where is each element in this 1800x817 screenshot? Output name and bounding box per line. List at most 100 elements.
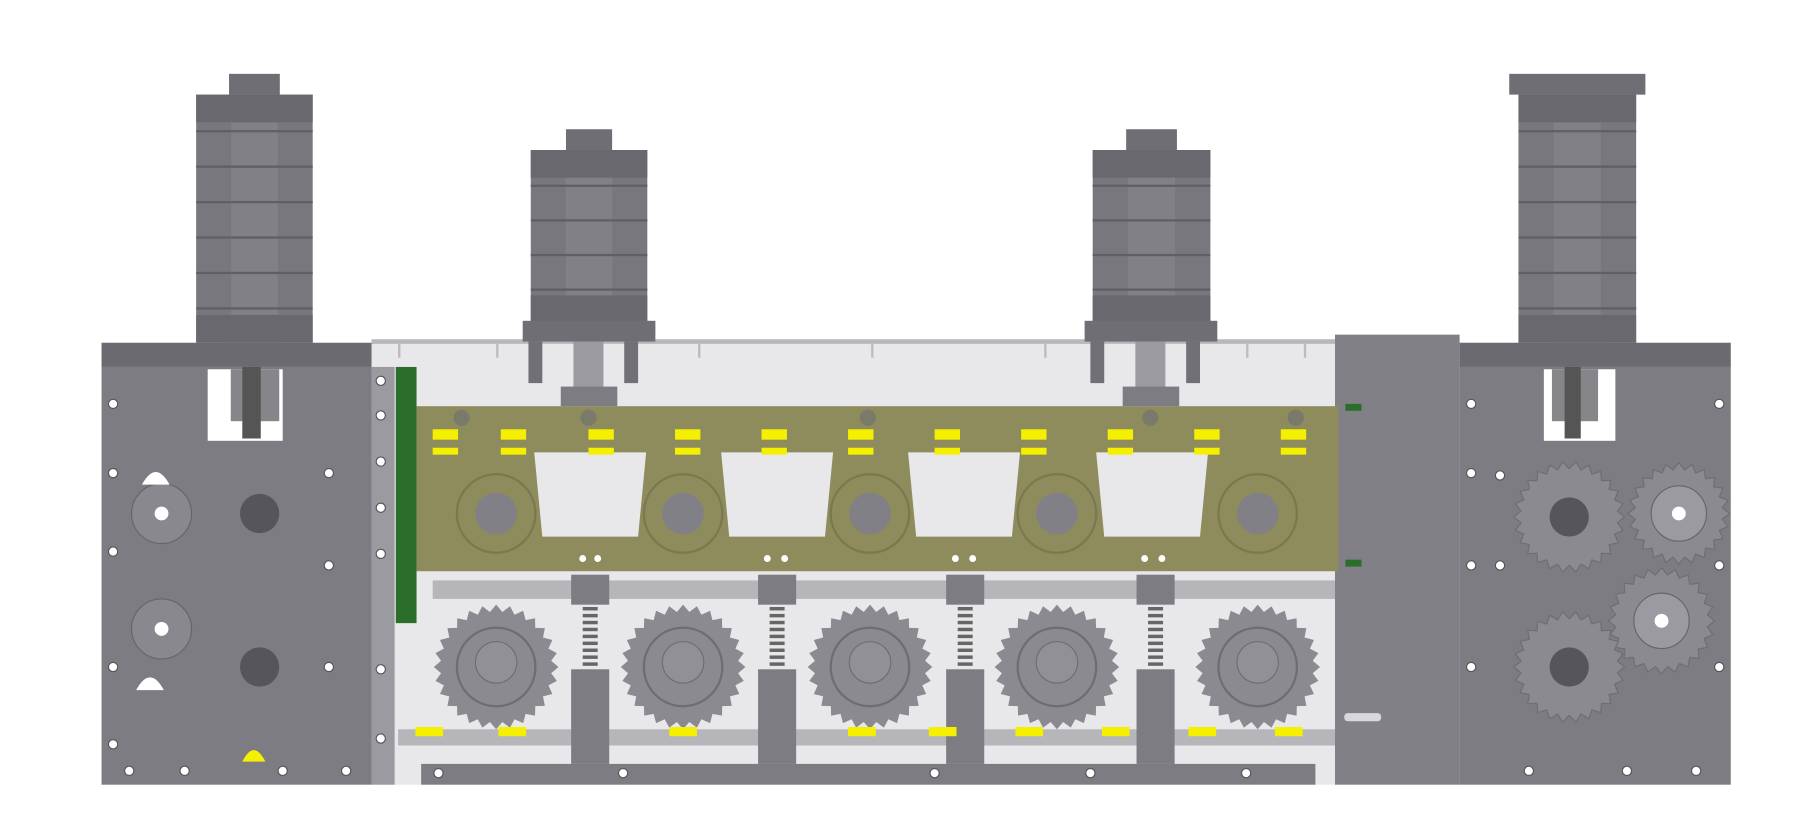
motor-mount-bracket xyxy=(1084,320,1218,342)
lower-rack xyxy=(398,729,1336,746)
motor-highlight xyxy=(1128,150,1176,324)
post-cap xyxy=(946,574,985,605)
mount-hole xyxy=(375,733,386,744)
motor-ring xyxy=(1518,165,1637,168)
spring-coil xyxy=(957,606,973,611)
yellow-marker xyxy=(1275,726,1303,737)
mount-hole xyxy=(107,398,119,410)
yellow-marker xyxy=(498,726,527,737)
yellow-marker xyxy=(1280,447,1307,455)
plate-hole xyxy=(1549,497,1589,537)
bearing-bore xyxy=(1654,613,1669,628)
mount-hole xyxy=(107,739,119,750)
motor-ring xyxy=(530,184,648,187)
frame-tick xyxy=(1246,343,1249,358)
mount-hole xyxy=(1494,470,1506,481)
mount-hole xyxy=(1465,661,1477,673)
mount-hole xyxy=(124,765,135,777)
spring-coil xyxy=(957,655,973,659)
roller-boss xyxy=(849,492,891,535)
yellow-marker xyxy=(588,447,614,455)
post-body xyxy=(1136,669,1175,764)
mount-hole xyxy=(375,664,386,675)
motor-ring xyxy=(1092,288,1211,291)
mount-hole xyxy=(433,767,444,779)
yellow-marker xyxy=(432,447,459,455)
spring-coil xyxy=(769,627,785,632)
spring-coil xyxy=(1148,634,1164,639)
yellow-marker xyxy=(675,447,701,455)
right-plate-top-bar xyxy=(1459,342,1731,367)
panel-slot xyxy=(1344,713,1382,722)
boss-ring xyxy=(829,473,911,554)
mount-hole xyxy=(375,502,386,513)
mount-hole xyxy=(375,548,386,560)
bracket-leg xyxy=(528,341,543,384)
motor-ring xyxy=(1518,200,1637,204)
boss-ring xyxy=(642,473,724,554)
yellow-marker xyxy=(1107,429,1134,440)
spring-coil xyxy=(769,662,785,666)
spring-coil xyxy=(769,655,785,659)
bolt-head xyxy=(580,409,597,426)
motor-shaft xyxy=(573,341,604,393)
yellow-marker xyxy=(500,429,527,440)
boss-ring xyxy=(455,473,537,554)
roller-boss xyxy=(475,492,517,535)
spring-coil xyxy=(1148,627,1164,632)
motor-top-band xyxy=(196,94,313,123)
shaft-coupler xyxy=(560,386,618,407)
yellow-marker xyxy=(848,447,874,455)
frame-tick xyxy=(496,343,499,358)
motor-bottom-band xyxy=(196,315,313,343)
spring-coil xyxy=(769,613,785,618)
small-hole xyxy=(1141,555,1149,562)
motor-bottom-band xyxy=(1518,315,1637,343)
mount-hole xyxy=(375,375,386,386)
bolt-head xyxy=(859,409,876,426)
spring-coil xyxy=(582,613,598,618)
yellow-marker xyxy=(1015,726,1044,737)
right-shaft xyxy=(1564,366,1581,439)
bearing-bore xyxy=(1671,506,1686,521)
mount-hole xyxy=(1523,765,1535,777)
yellow-marker xyxy=(1194,429,1220,440)
spring-coil xyxy=(1148,648,1164,652)
mount-hole xyxy=(179,765,190,777)
yellow-marker xyxy=(848,726,876,737)
gear-hub-ring xyxy=(829,626,911,708)
motor-shaft-cap xyxy=(1509,73,1646,95)
yellow-marker xyxy=(675,429,701,440)
yellow-marker xyxy=(669,726,697,737)
yellow-marker xyxy=(1021,447,1047,455)
yellow-marker xyxy=(432,429,459,440)
yellow-marker xyxy=(934,429,960,440)
gear-hub xyxy=(474,641,518,684)
post-cap xyxy=(758,574,797,605)
plate-window xyxy=(1096,452,1209,537)
yellow-marker xyxy=(1194,447,1220,455)
spring-coil xyxy=(1148,662,1164,666)
spring-coil xyxy=(582,634,598,639)
yellow-marker xyxy=(928,726,957,737)
gear-hub-ring xyxy=(1217,626,1299,708)
mount-hole xyxy=(1714,398,1725,410)
motor-top-band xyxy=(530,150,648,178)
mount-hole xyxy=(1465,467,1477,479)
plate-cutout xyxy=(136,677,164,691)
mount-hole xyxy=(617,767,629,779)
spring-coil xyxy=(1148,606,1164,611)
motor-ring xyxy=(1518,307,1637,310)
yellow-markers xyxy=(415,429,1307,737)
yellow-marker xyxy=(415,726,444,737)
boss-ring xyxy=(1016,473,1098,554)
spring-coil xyxy=(582,662,598,666)
gear-hub xyxy=(1035,641,1079,684)
yellow-marker xyxy=(500,447,527,455)
yellow-marker xyxy=(934,447,960,455)
plate-window xyxy=(721,452,834,537)
post-body xyxy=(946,669,985,764)
spring-coil xyxy=(582,620,598,625)
post-cap xyxy=(571,574,610,605)
spring-coil xyxy=(769,641,785,646)
